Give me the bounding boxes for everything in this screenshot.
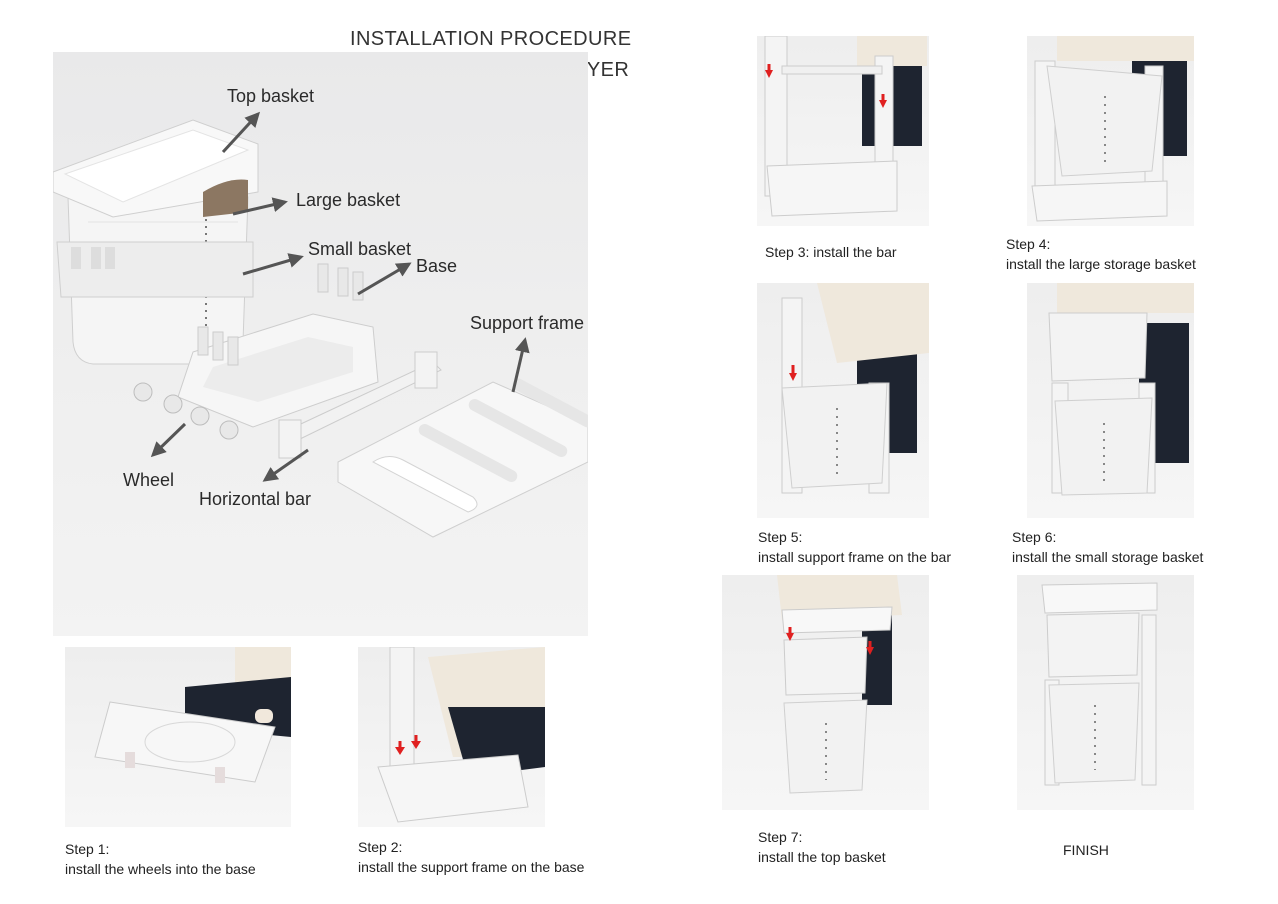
step-1-illustration: [94, 647, 291, 783]
step-1-photo: [65, 647, 291, 827]
step-3-caption: Step 3: install the bar: [765, 242, 897, 262]
step-2-photo: [358, 647, 545, 827]
exploded-parts-diagram: Top basket Large basket Small basket Bas…: [53, 52, 588, 636]
part-label-support-frame: Support frame: [470, 313, 585, 333]
step-5-photo: [757, 283, 929, 518]
step-2-heading: Step 2:: [358, 839, 403, 855]
step-5-heading: Step 5:: [758, 529, 803, 545]
step-4-photo: [1027, 36, 1194, 226]
callout-arrows: [150, 111, 530, 482]
step-5-text: install support frame on the bar: [758, 549, 951, 565]
finish-photo: [1017, 575, 1194, 810]
part-label-wheel: Wheel: [123, 470, 175, 490]
step-7-heading: Step 7:: [758, 829, 803, 845]
step-1-heading: Step 1:: [65, 841, 110, 857]
step-7-caption: Step 7: install the top basket: [758, 827, 886, 867]
step-7-photo: [722, 575, 929, 810]
step-6-photo: [1027, 283, 1194, 518]
wheel-shapes: [133, 382, 239, 440]
part-label-small-basket: Small basket: [308, 239, 412, 259]
step-3-photo: [757, 36, 929, 226]
step-3-text: Step 3: install the bar: [765, 244, 897, 260]
part-label-horizontal-bar: Horizontal bar: [199, 489, 312, 509]
step-7-text: install the top basket: [758, 849, 886, 865]
step-6-caption: Step 6: install the small storage basket: [1012, 527, 1203, 567]
step-6-illustration: [1048, 283, 1194, 496]
part-label-large-basket: Large basket: [296, 190, 401, 210]
step-1-caption: Step 1: install the wheels into the base: [65, 839, 256, 879]
finish-illustration: [1041, 582, 1158, 786]
step-4-caption: Step 4: install the large storage basket: [1006, 234, 1196, 274]
step-7-illustration: [777, 575, 902, 794]
small-basket-shape: [56, 241, 254, 298]
step-6-text: install the small storage basket: [1012, 549, 1204, 565]
step-4-heading: Step 4:: [1006, 236, 1051, 252]
part-label-top-basket: Top basket: [227, 86, 315, 106]
finish-caption: FINISH: [1063, 840, 1109, 860]
step-4-illustration: [1031, 36, 1194, 222]
step-1-text: install the wheels into the base: [65, 861, 256, 877]
horizontal-bar-shape: [278, 351, 442, 459]
title-line-1: INSTALLATION PROCEDURE: [350, 28, 632, 50]
part-label-base: Base: [416, 256, 458, 276]
step-3-illustration: [764, 36, 927, 217]
top-basket-shape: [53, 119, 259, 218]
finish-text: FINISH: [1063, 842, 1109, 858]
step-2-caption: Step 2: install the support frame on the…: [358, 837, 584, 877]
step-5-illustration: [781, 283, 929, 494]
step-2-illustration: [377, 647, 545, 823]
step-5-caption: Step 5: install support frame on the bar: [758, 527, 951, 567]
base-shape: [177, 263, 379, 428]
step-4-text: install the large storage basket: [1006, 256, 1196, 272]
step-2-text: install the support frame on the base: [358, 859, 585, 875]
step-6-heading: Step 6:: [1012, 529, 1057, 545]
exploded-parts-illustration: [53, 111, 588, 538]
support-frame-shape: [337, 378, 588, 538]
